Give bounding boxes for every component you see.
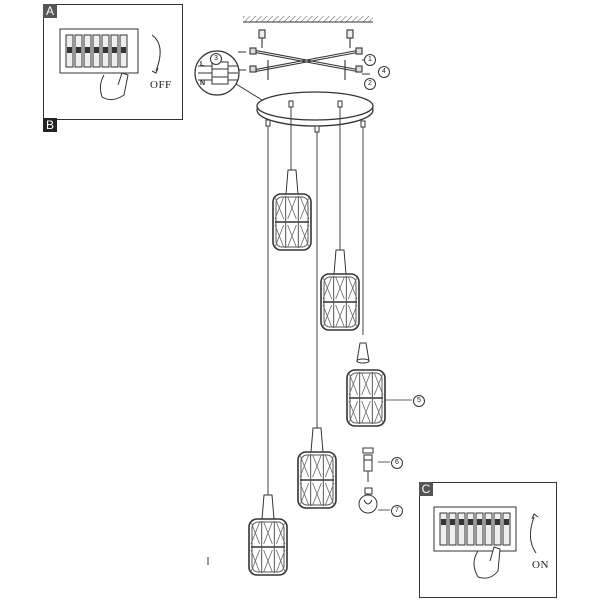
callout-5: 5 [413, 395, 425, 407]
callout-3: 3 [210, 53, 222, 65]
off-label: OFF [150, 79, 172, 91]
panel-b-tag: B [43, 118, 57, 132]
pendant-shade [346, 369, 386, 427]
callout-7: 7 [391, 505, 403, 517]
on-label: ON [532, 559, 549, 571]
panel-a: A OFF [43, 4, 183, 120]
light-bulb [358, 487, 378, 514]
callout-6: 6 [391, 457, 403, 469]
canopy [256, 91, 374, 133]
breaker-illustration-off [59, 28, 161, 101]
pendant-cords [267, 107, 364, 495]
pendant-shade [320, 249, 360, 331]
callout-2: 2 [364, 78, 376, 90]
breaker-illustration-on [433, 506, 539, 579]
terminal-l-label: L [200, 61, 205, 68]
pendant-shade [272, 169, 312, 251]
mounting-bracket [238, 29, 370, 80]
panel-c: C ON [419, 482, 557, 598]
callout-4: 4 [378, 66, 390, 78]
pendant-shade [297, 427, 337, 509]
ceiling [243, 16, 373, 23]
panel-a-tag: A [43, 4, 57, 18]
callout-1: 1 [364, 54, 376, 66]
terminal-n-label: N [200, 80, 206, 87]
panel-c-tag: C [419, 482, 433, 496]
callout-leaders [378, 399, 412, 511]
pendant-group [248, 169, 386, 576]
lamp-socket [362, 447, 374, 482]
pendant-shade [248, 494, 288, 576]
socket-shade [356, 342, 370, 364]
wiring-detail [194, 50, 263, 101]
